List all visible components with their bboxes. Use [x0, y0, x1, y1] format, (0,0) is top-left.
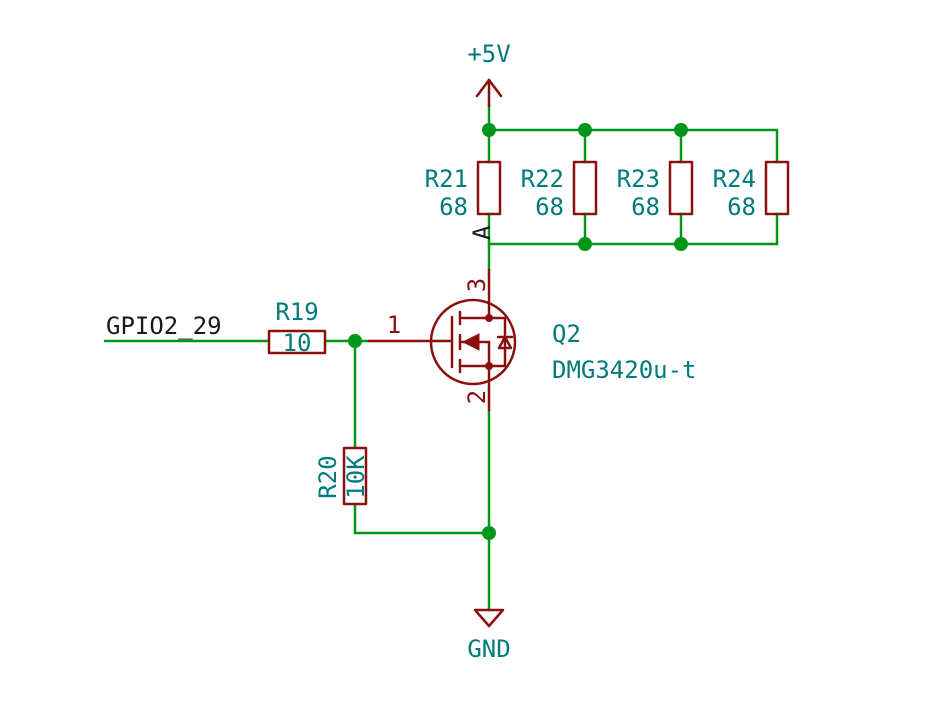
resistor-r20-ref: R20 [314, 455, 342, 498]
mosfet-q2-ref: Q2 [552, 320, 581, 348]
resistor-r23-body [668, 160, 694, 216]
resistor-r20-body [342, 446, 368, 506]
resistor-r21-ref: R21 [425, 165, 468, 193]
resistor-r24: R24 68 [713, 160, 790, 221]
net-label-gpio: GPIO2_29 [106, 312, 222, 340]
resistor-r20: R20 10K [314, 446, 370, 506]
junctions [348, 123, 688, 540]
gnd-label: GND [467, 635, 510, 663]
junction-gate [348, 334, 362, 348]
resistor-r22-ref: R22 [521, 165, 564, 193]
resistor-r23-ref: R23 [617, 165, 660, 193]
vcc-label: +5V [467, 40, 510, 68]
ground-triangle-icon [473, 608, 505, 628]
resistor-r22: R22 68 [521, 160, 598, 221]
mosfet-q2-pin-gate: 1 [387, 311, 401, 339]
resistor-r19-body [267, 329, 327, 355]
resistor-r23: R23 68 [617, 160, 694, 221]
mosfet-q2: 1 3 2 Q2 DMG3420u-t [367, 268, 697, 412]
resistor-r19-ref: R19 [275, 298, 318, 326]
resistor-r21-body [476, 160, 502, 216]
resistor-r19-value: 10 [283, 329, 312, 357]
mosfet-q2-pin-drain: 3 [463, 278, 491, 292]
mosfet-q2-part: DMG3420u-t [552, 356, 697, 384]
resistor-r24-body [764, 160, 790, 216]
resistor-r22-body [572, 160, 598, 216]
resistor-r23-value: 68 [631, 193, 660, 221]
resistor-r21-value: 68 [439, 193, 468, 221]
junction-top-r23 [674, 123, 688, 137]
junction-top-r22 [578, 123, 592, 137]
junction-bottom-r22 [578, 237, 592, 251]
mosfet-q2-pin-source: 2 [463, 390, 491, 404]
resistor-r22-value: 68 [535, 193, 564, 221]
mosfet-q2-dot-drain [485, 314, 493, 322]
vcc-symbol: +5V [467, 40, 511, 108]
mosfet-q2-body-arrow-icon [461, 333, 480, 351]
resistor-r21: R21 68 [425, 160, 502, 221]
resistor-r24-ref: R24 [713, 165, 756, 193]
resistor-r19: R19 10 [267, 298, 327, 357]
junction-top-r21 [482, 123, 496, 137]
gnd-symbol: GND [467, 608, 511, 663]
resistor-r20-value: 10K [342, 455, 370, 499]
resistor-r24-value: 68 [727, 193, 756, 221]
net-label-a: A [468, 225, 496, 240]
mosfet-q2-dot-source [485, 362, 493, 370]
junction-bottom-r23 [674, 237, 688, 251]
junction-ground [482, 526, 496, 540]
mosfet-q2-diode-icon [497, 335, 513, 350]
